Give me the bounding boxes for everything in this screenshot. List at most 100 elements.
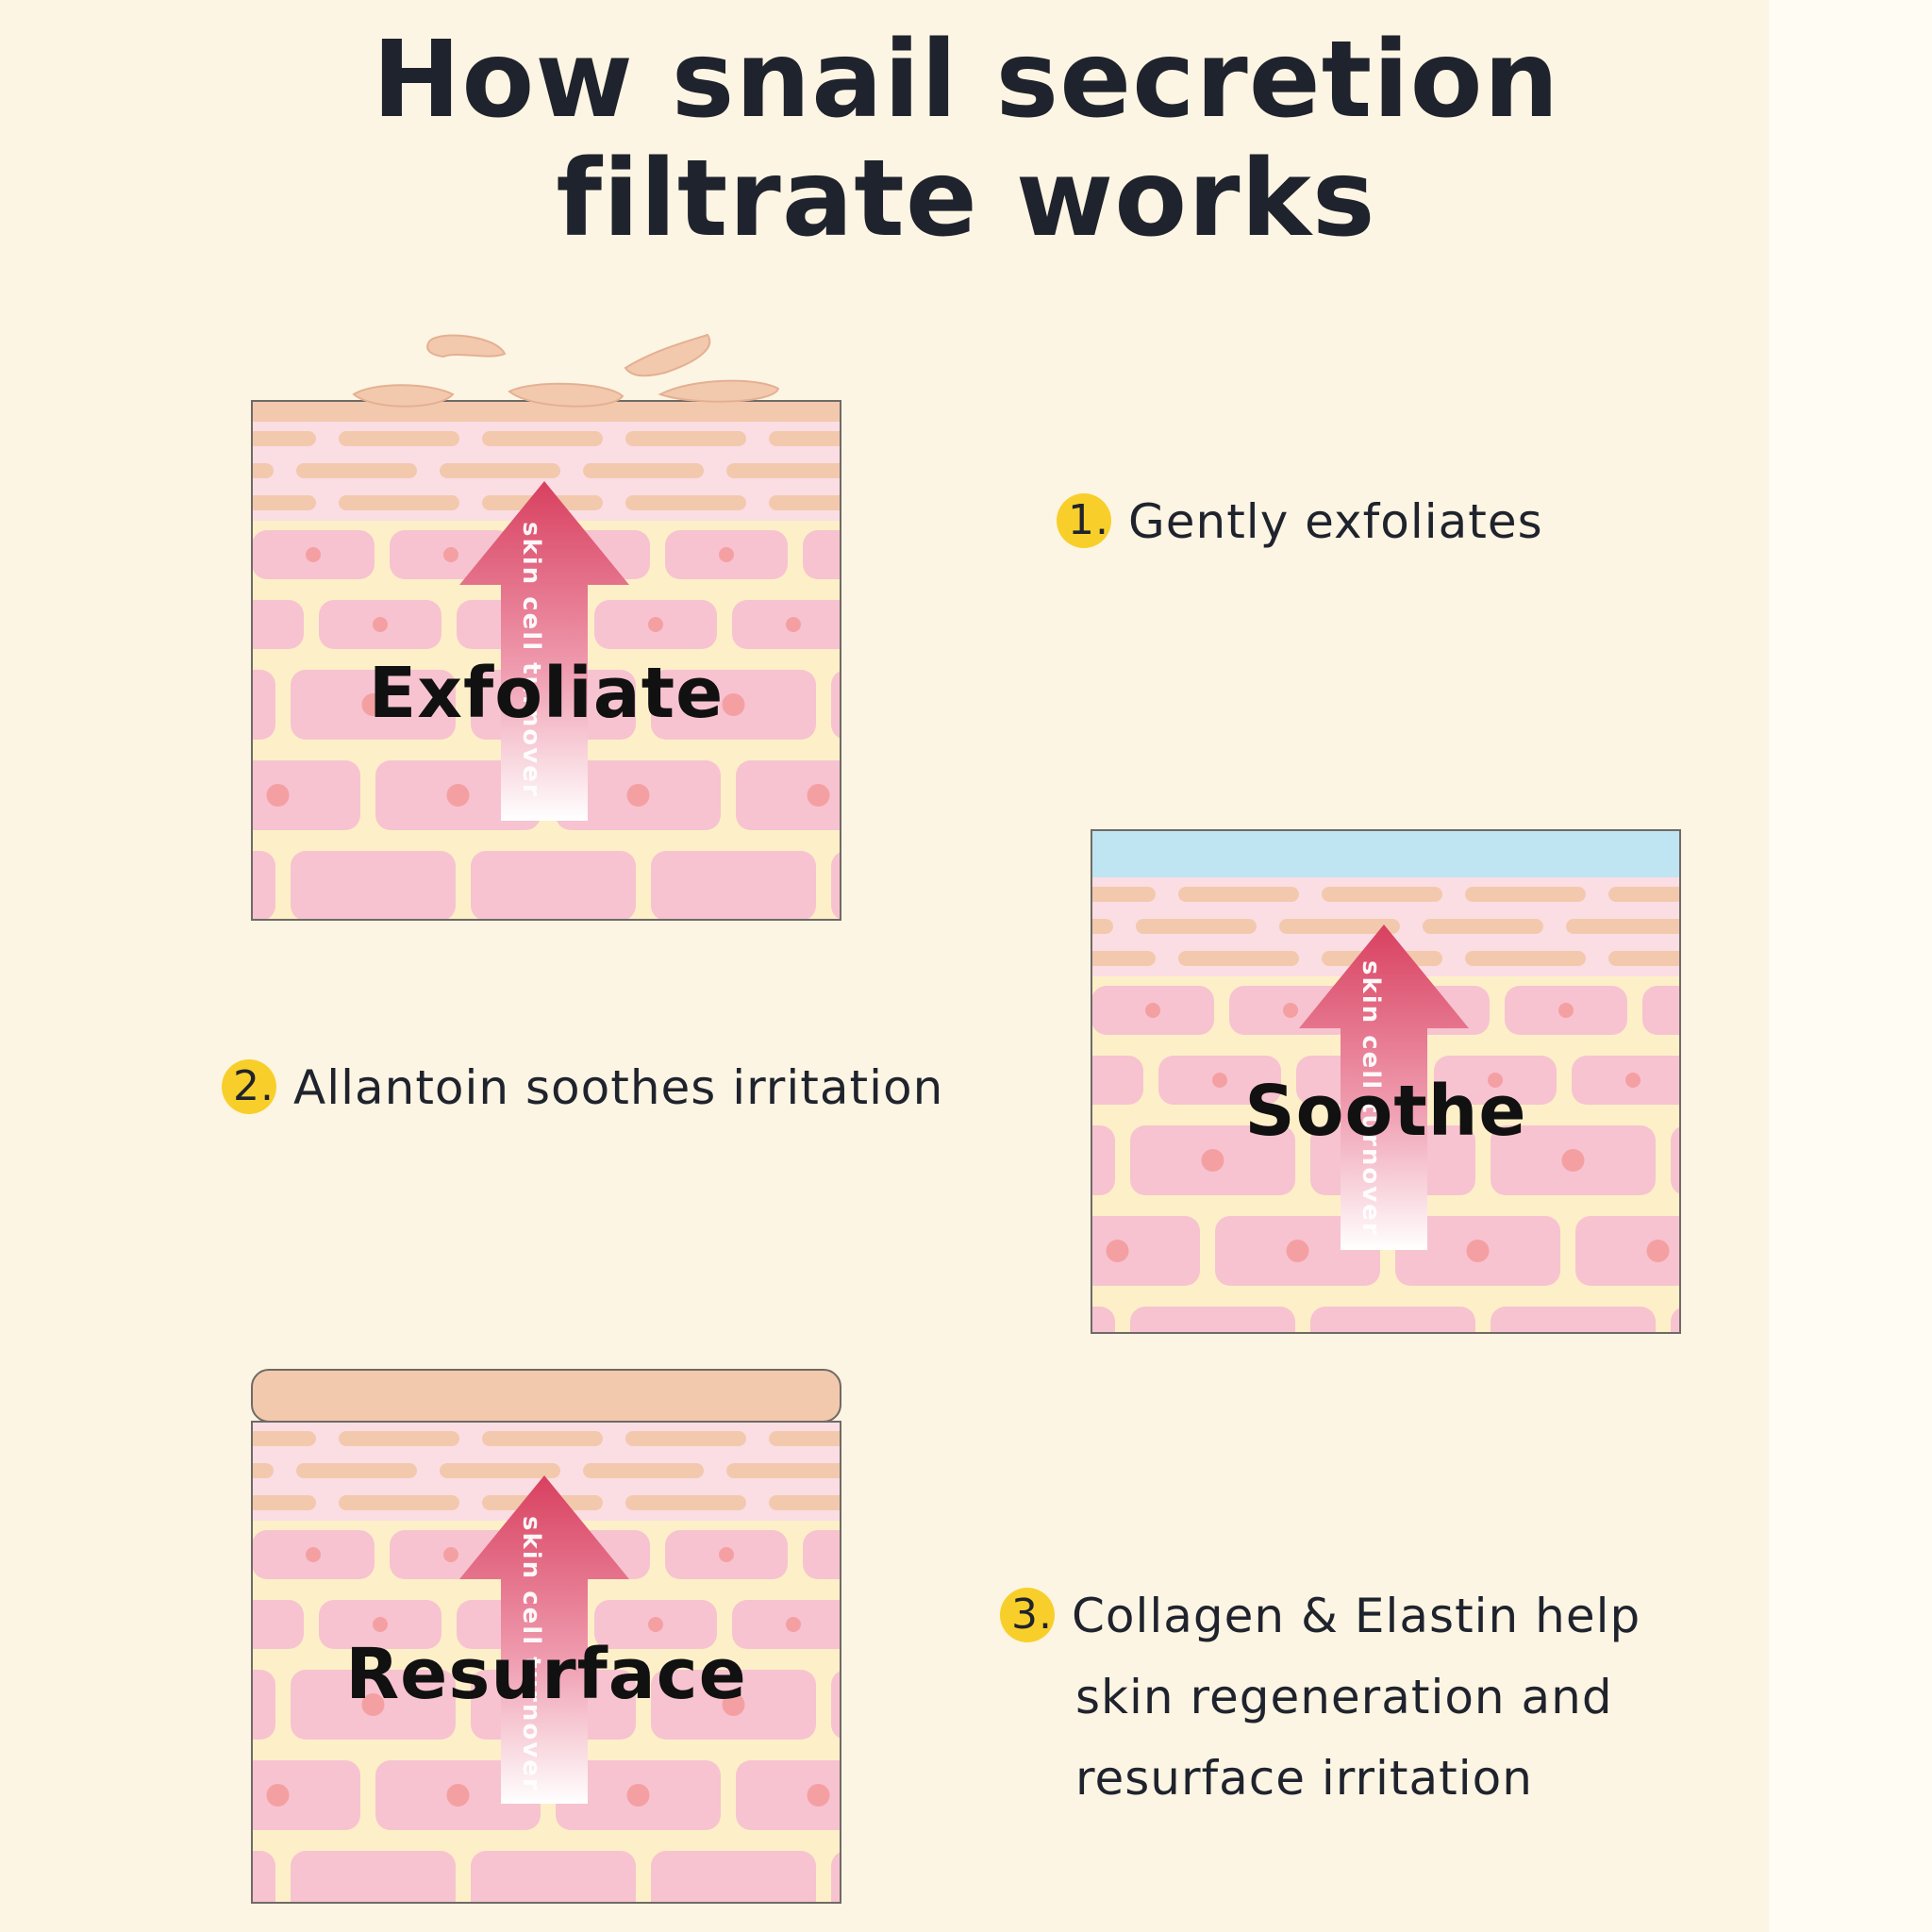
cell-nucleus xyxy=(266,1784,290,1807)
title-line-2: filtrate works xyxy=(556,138,1376,260)
panel-label-resurface: Resurface xyxy=(345,1634,747,1715)
skin-cell xyxy=(831,671,841,739)
cell-nucleus xyxy=(1145,1003,1160,1018)
resurface-panel: skin cell turnover Resurface xyxy=(250,1369,842,1904)
cell-nucleus xyxy=(719,1547,734,1562)
flat-cell xyxy=(252,463,274,478)
skin-cell xyxy=(252,760,360,830)
panel-label-soothe: Soothe xyxy=(1244,1071,1527,1152)
flat-cell xyxy=(1322,887,1442,902)
cell-nucleus xyxy=(1625,1073,1641,1088)
cell-nucleus xyxy=(361,693,385,716)
flat-cell xyxy=(1091,951,1156,966)
cell-nucleus xyxy=(1283,1003,1298,1018)
flat-cell xyxy=(252,431,316,446)
flat-cell xyxy=(482,431,603,446)
cell-nucleus xyxy=(446,784,470,807)
cell-nucleus xyxy=(903,693,925,716)
skin-cell xyxy=(1130,1307,1295,1333)
flat-cell xyxy=(1608,951,1680,966)
step-text: Gently exfoliates xyxy=(1128,494,1543,549)
flat-cell xyxy=(1465,887,1586,902)
cell-nucleus xyxy=(1201,1149,1224,1172)
flat-cell xyxy=(625,1495,746,1510)
flat-cell xyxy=(870,463,991,478)
skin-cell xyxy=(870,1600,992,1649)
up-arrow xyxy=(1299,924,1469,1250)
cell-nucleus xyxy=(1286,1240,1309,1262)
cell-nucleus xyxy=(924,1617,939,1632)
exfoliate-panel: skin cell turnover Exfoliate xyxy=(250,330,842,921)
cell-nucleus xyxy=(1742,1149,1765,1172)
skin-cell xyxy=(252,600,304,649)
skin-cell xyxy=(252,1600,304,1649)
step-number-badge: 1. xyxy=(1057,492,1111,548)
title-line-1: How snail secretion xyxy=(372,19,1560,142)
cell-nucleus xyxy=(786,617,801,632)
cell-nucleus xyxy=(626,1784,650,1807)
soothe-film-layer xyxy=(1091,830,1680,877)
step-text-line-1: Collagen & Elastin help xyxy=(1072,1589,1641,1643)
skin-cell xyxy=(1671,1307,1680,1333)
cell-nucleus xyxy=(1466,1240,1490,1262)
step-text: Allantoin soothes irritation xyxy=(293,1060,944,1115)
skin-flake xyxy=(508,382,625,408)
skin-diagram-resurface xyxy=(251,1369,841,1904)
cell-nucleus xyxy=(266,784,290,807)
cell-nucleus xyxy=(786,1617,801,1632)
flat-cell xyxy=(769,431,841,446)
skin-cell xyxy=(252,1670,275,1740)
skin-cell xyxy=(736,760,841,830)
page-title: How snail secretion filtrate works xyxy=(0,21,1932,258)
skin-flake xyxy=(426,334,507,358)
skin-cell xyxy=(252,1760,360,1830)
flat-cell xyxy=(339,1495,459,1510)
flat-cell xyxy=(339,495,459,510)
flat-cell xyxy=(769,1431,841,1446)
panel-label-exfoliate: Exfoliate xyxy=(368,653,724,734)
cell-nucleus xyxy=(722,693,745,716)
skin-diagram-exfoliate xyxy=(251,333,841,921)
flat-cell xyxy=(726,1463,841,1478)
skin-cell xyxy=(1091,1216,1200,1286)
skin-cell xyxy=(1575,1216,1680,1286)
flat-cell xyxy=(769,1495,841,1510)
flat-cell xyxy=(1465,951,1586,966)
skin-flake xyxy=(658,379,780,403)
flat-cell xyxy=(296,1463,417,1478)
cell-nucleus xyxy=(903,1693,925,1716)
step-text-line-3: resurface irritation xyxy=(1075,1751,1533,1806)
cell-nucleus xyxy=(446,1784,470,1807)
skin-cell xyxy=(651,1851,816,1903)
flat-cell xyxy=(625,431,746,446)
cell-nucleus xyxy=(373,1617,388,1632)
cell-nucleus xyxy=(857,547,872,562)
cell-nucleus xyxy=(722,1693,745,1716)
cell-nucleus xyxy=(924,617,939,632)
cell-nucleus xyxy=(443,1547,458,1562)
flat-cell xyxy=(252,1463,274,1478)
skin-cell xyxy=(831,1852,841,1903)
skin-cell xyxy=(870,600,992,649)
step-number-badge: 3. xyxy=(1000,1587,1055,1642)
step-text-line-2: skin regeneration and xyxy=(1075,1670,1613,1724)
flat-cell xyxy=(252,495,316,510)
skin-cell xyxy=(831,1671,841,1739)
skin-cell xyxy=(831,852,841,920)
flat-cell xyxy=(1091,919,1113,934)
soothe-panel: skin cell turnover Soothe xyxy=(1090,829,1682,1334)
skin-cell xyxy=(291,851,456,920)
flat-cell xyxy=(1136,919,1257,934)
skin-cell xyxy=(1310,1307,1475,1333)
flat-cell xyxy=(252,1495,316,1510)
flat-cell xyxy=(583,1463,704,1478)
flat-cell xyxy=(583,463,704,478)
skin-cell xyxy=(803,1530,841,1579)
skin-flake xyxy=(624,333,711,377)
skin-cell xyxy=(471,851,636,920)
skin-cell xyxy=(252,1851,275,1903)
flat-cell xyxy=(1279,919,1400,934)
cell-nucleus xyxy=(1212,1073,1227,1088)
cell-nucleus xyxy=(1022,1149,1044,1172)
flat-cell xyxy=(726,463,841,478)
